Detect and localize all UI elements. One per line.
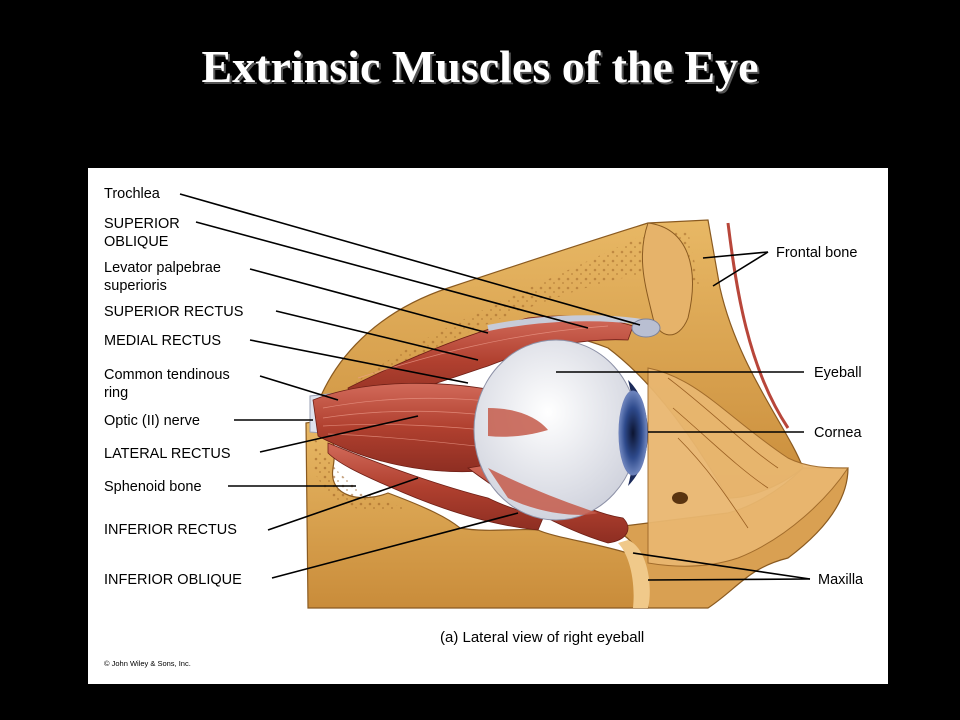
eyeball-shape xyxy=(473,339,648,521)
copyright-notice: © John Wiley & Sons, Inc. xyxy=(104,659,191,668)
diagram-panel: Trochlea SUPERIOR OBLIQUE Levator palpeb… xyxy=(88,168,888,684)
label-frontal-bone: Frontal bone xyxy=(776,245,857,261)
label-levator-2: superioris xyxy=(104,278,167,294)
label-sphenoid-bone: Sphenoid bone xyxy=(104,479,202,495)
label-cornea: Cornea xyxy=(814,425,862,441)
eye-muscles-diagram: Trochlea SUPERIOR OBLIQUE Levator palpeb… xyxy=(104,186,864,668)
label-superior-oblique-2: OBLIQUE xyxy=(104,234,169,250)
extrinsic-muscles xyxy=(312,315,661,544)
label-lateral-rectus: LATERAL RECTUS xyxy=(104,446,231,462)
right-labels: Frontal bone Eyeball Cornea Maxilla xyxy=(776,245,864,588)
leader-lines xyxy=(179,193,811,581)
label-maxilla: Maxilla xyxy=(818,572,864,588)
label-eyeball: Eyeball xyxy=(814,365,862,381)
left-labels: Trochlea SUPERIOR OBLIQUE Levator palpeb… xyxy=(104,186,243,588)
label-common-tendinous-2: ring xyxy=(104,385,128,401)
label-trochlea: Trochlea xyxy=(104,186,161,202)
label-superior-rectus: SUPERIOR RECTUS xyxy=(104,304,243,320)
label-levator-1: Levator palpebrae xyxy=(104,260,221,276)
label-superior-oblique-1: SUPERIOR xyxy=(104,216,180,232)
label-optic-nerve: Optic (II) nerve xyxy=(104,413,200,429)
label-common-tendinous-1: Common tendinous xyxy=(104,367,230,383)
label-inferior-oblique: INFERIOR OBLIQUE xyxy=(104,572,242,588)
slide-title: Extrinsic Muscles of the Eye xyxy=(201,41,759,92)
figure-caption: (a) Lateral view of right eyeball xyxy=(440,629,644,646)
label-medial-rectus: MEDIAL RECTUS xyxy=(104,333,221,349)
label-inferior-rectus: INFERIOR RECTUS xyxy=(104,522,237,538)
